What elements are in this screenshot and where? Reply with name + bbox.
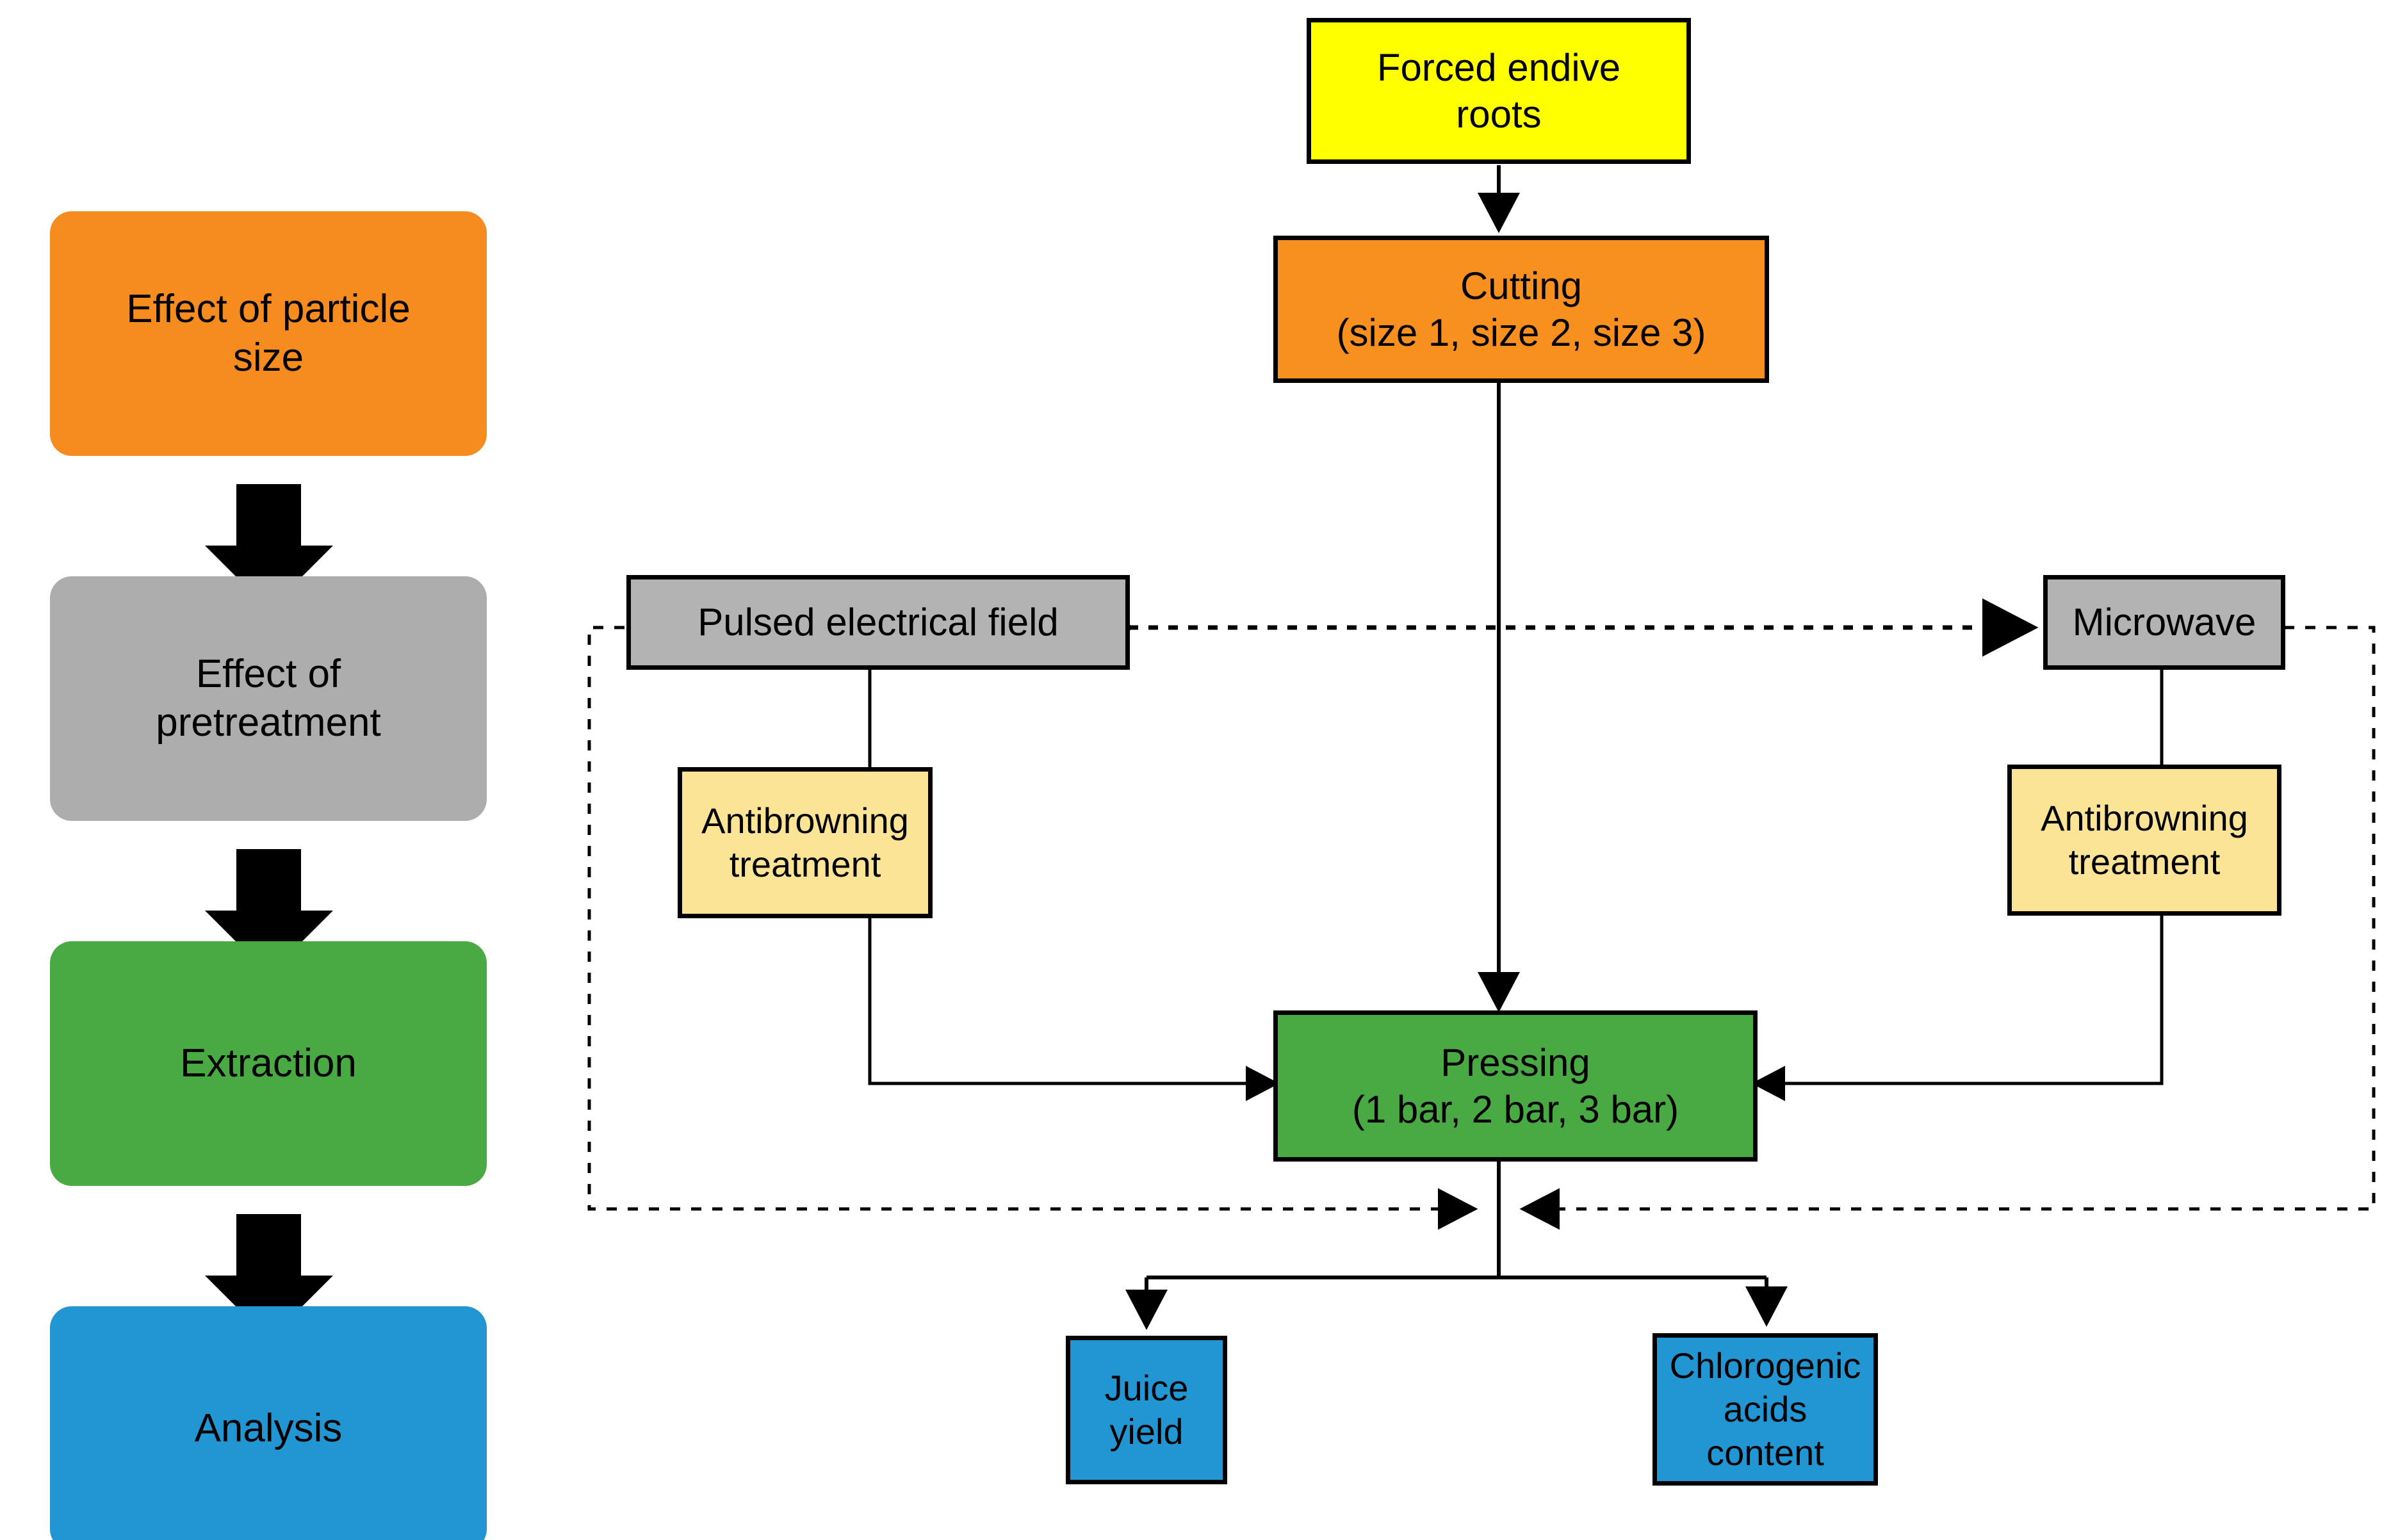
node-juice-yield-label: Juice yield [1104, 1367, 1189, 1452]
node-antibrowning-treatment-right[interactable]: Antibrowning treatment [2007, 765, 2281, 916]
legend-step-analysis[interactable]: Analysis [50, 1306, 487, 1540]
node-forced-endive-roots[interactable]: Forced endive roots [1307, 18, 1691, 164]
node-pulsed-electrical-field-label: Pulsed electrical field [698, 601, 1059, 644]
node-antibrowning-treatment-right-label: Antibrowning treatment [2041, 797, 2248, 882]
node-microwave-label: Microwave [2072, 601, 2256, 644]
node-antibrowning-treatment-left[interactable]: Antibrowning treatment [678, 767, 933, 918]
node-juice-yield[interactable]: Juice yield [1066, 1336, 1227, 1484]
edge-antibrowning-right-to-pressing [1751, 914, 2164, 1101]
legend-step-analysis-label: Analysis [194, 1406, 343, 1451]
legend-step-extraction[interactable]: Extraction [50, 941, 487, 1186]
legend-step-extraction-label: Extraction [180, 1041, 357, 1086]
node-forced-endive-roots-label: Forced endive roots [1376, 45, 1621, 136]
node-pressing[interactable]: Pressing (1 bar, 2 bar, 3 bar) [1273, 1010, 1758, 1162]
node-chlorogenic-acids-content[interactable]: Chlorogenic acids content [1652, 1333, 1878, 1486]
legend-step-pretreatment[interactable]: Effect of pretreatment [50, 576, 487, 821]
node-microwave[interactable]: Microwave [2043, 575, 2285, 670]
node-cutting[interactable]: Cutting (size 1, size 2, size 3) [1273, 236, 1769, 383]
node-pulsed-electrical-field[interactable]: Pulsed electrical field [626, 575, 1130, 670]
node-cutting-label: Cutting (size 1, size 2, size 3) [1336, 264, 1706, 354]
node-pressing-label: Pressing (1 bar, 2 bar, 3 bar) [1351, 1041, 1679, 1131]
legend-step-pretreatment-label: Effect of pretreatment [156, 652, 381, 745]
node-antibrowning-treatment-left-label: Antibrowning treatment [701, 800, 909, 884]
node-chlorogenic-acids-content-label: Chlorogenic acids content [1669, 1345, 1861, 1473]
legend-step-particle-size[interactable]: Effect of particle size [50, 211, 487, 456]
legend-step-particle-size-label: Effect of particle size [126, 287, 411, 380]
edge-antibrowning-left-to-pressing [868, 917, 1280, 1101]
